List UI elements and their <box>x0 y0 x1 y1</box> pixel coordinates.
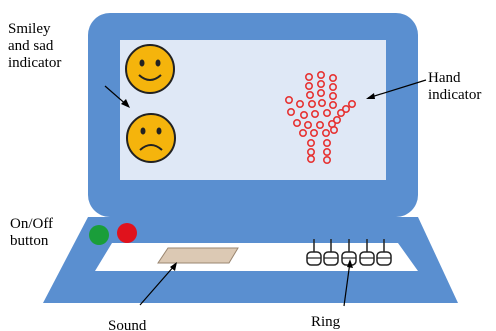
hand-dot <box>322 148 331 157</box>
hand-dot <box>286 108 295 117</box>
on-off-button-label: On/Off button <box>10 216 54 249</box>
arrowheads <box>121 93 375 271</box>
hand-dot <box>306 155 315 164</box>
hand-indicator-icon <box>284 71 356 165</box>
hand-dot <box>309 129 318 138</box>
hand-dot <box>317 99 326 108</box>
hand-dot <box>322 156 331 165</box>
on-button[interactable] <box>89 225 109 245</box>
hand-dot <box>322 139 331 148</box>
ring-icon <box>306 239 322 266</box>
ring-icon <box>376 239 392 266</box>
smiley-sad-indicator-label: Smiley and sad indicator <box>8 21 62 71</box>
hand-dot <box>307 100 316 109</box>
ring-icon <box>323 239 339 266</box>
sound-label: Sound <box>108 318 147 331</box>
hand-dot <box>315 121 324 130</box>
hand-dot <box>329 126 338 135</box>
hand-dot <box>299 111 308 120</box>
hand-dot <box>305 91 314 100</box>
smiley-face-icon <box>125 44 175 94</box>
off-button[interactable] <box>117 223 137 243</box>
hand-dot <box>284 96 293 105</box>
hand-dot <box>298 129 307 138</box>
hand-dot <box>310 110 319 119</box>
hand-dot <box>328 92 337 101</box>
hand-dot <box>316 71 325 80</box>
hand-dot <box>316 89 325 98</box>
hand-dot <box>328 74 337 83</box>
hand-dot <box>328 83 337 92</box>
hand-dot <box>295 100 304 109</box>
hand-dot <box>322 109 331 118</box>
hand-dot <box>321 129 330 138</box>
hand-dot <box>304 82 313 91</box>
hand-dot <box>347 100 356 109</box>
sad-face-icon <box>126 113 176 163</box>
hand-dot <box>306 139 315 148</box>
hand-dot <box>328 101 337 110</box>
hand-dot <box>304 73 313 82</box>
sound-grille-icon <box>157 247 239 264</box>
ring-label: Ring <box>311 314 341 330</box>
hand-dot <box>316 80 325 89</box>
hand-dot <box>336 109 345 118</box>
hand-indicator-label: Hand indicator <box>428 70 482 103</box>
hand-dot <box>341 105 350 114</box>
ring-icon <box>359 239 375 266</box>
hand-dot <box>292 119 301 128</box>
hand-dot <box>332 116 341 125</box>
hand-dot <box>303 121 312 130</box>
ring-icons <box>306 239 392 266</box>
